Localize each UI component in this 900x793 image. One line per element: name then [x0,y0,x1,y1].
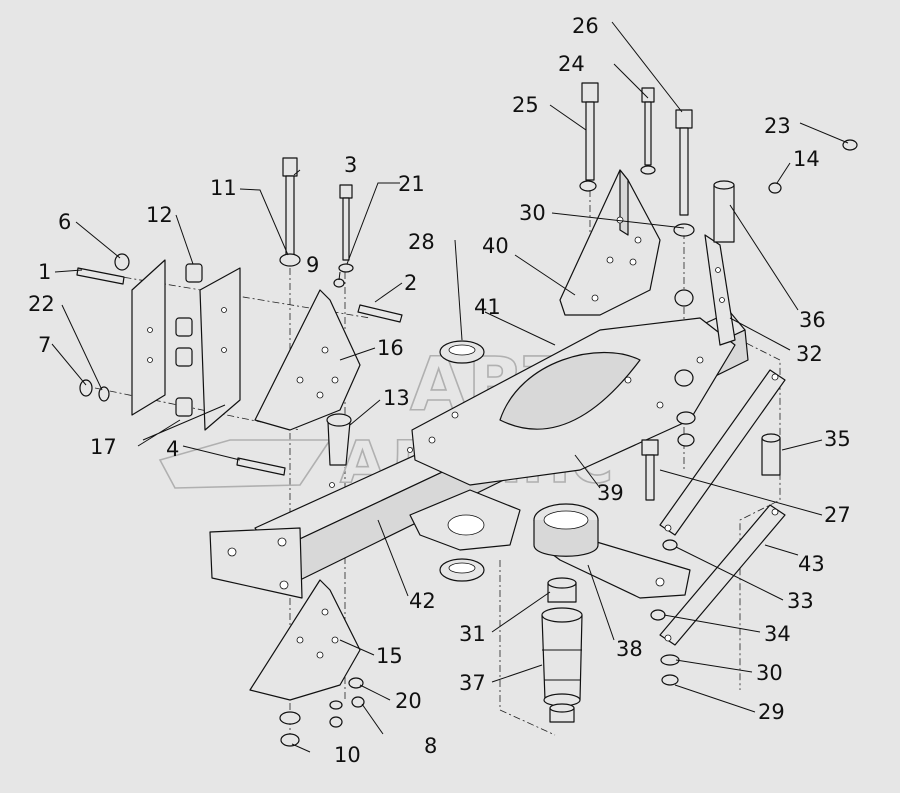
bolts [76,82,693,501]
bracket-40 [559,169,661,316]
callout-21: 21 [398,172,425,196]
callout-2: 2 [404,271,417,295]
callout-34: 34 [764,622,791,646]
callout-15: 15 [376,644,403,668]
callout-35: 35 [824,427,851,451]
callout-25: 25 [512,93,539,117]
callout-30-top: 30 [519,201,546,225]
pin-37 [541,607,583,707]
callout-7: 7 [38,333,51,357]
callout-10: 10 [334,743,361,767]
link-bars-43 [659,369,786,646]
callout-33: 33 [787,589,814,613]
callout-41: 41 [474,295,501,319]
callout-16: 16 [377,336,404,360]
callout-6: 6 [58,210,71,234]
callout-43: 43 [798,552,825,576]
callout-40: 40 [482,234,509,258]
callout-37: 37 [459,671,486,695]
spacer-13 [326,413,352,466]
side-plates-17 [131,259,241,431]
ring-nut-28 [439,340,485,582]
callout-30-bottom: 30 [756,661,783,685]
callout-labels: 1 2 3 4 6 7 8 9 10 11 12 13 14 15 16 17 … [28,14,851,767]
bush-31 [547,577,577,603]
callout-8: 8 [424,734,437,758]
callout-22: 22 [28,292,55,316]
callout-42: 42 [409,589,436,613]
swing-arm-38 [533,503,691,599]
callout-11: 11 [210,176,237,200]
callout-9: 9 [306,253,319,277]
callout-27: 27 [824,503,851,527]
callout-24: 24 [558,52,585,76]
bracket-16 [254,289,361,431]
callout-28: 28 [408,230,435,254]
callout-36: 36 [799,308,826,332]
bush-bottom [549,703,575,723]
callout-14: 14 [793,147,820,171]
callout-1: 1 [38,260,51,284]
sleeve-35 [761,433,781,476]
pin-36 [713,180,735,243]
callout-32: 32 [796,342,823,366]
bushes-12 [175,263,203,417]
callout-3: 3 [344,153,357,177]
callout-17: 17 [90,435,117,459]
callout-12: 12 [146,203,173,227]
bracket-15 [249,579,361,701]
callout-20: 20 [395,689,422,713]
callout-31: 31 [459,622,486,646]
nuts-washers [79,139,858,747]
callout-39: 39 [597,481,624,505]
callout-4: 4 [166,437,179,461]
callout-38: 38 [616,637,643,661]
callout-23: 23 [764,114,791,138]
callout-13: 13 [383,386,410,410]
leader-lines [51,21,849,753]
callout-29: 29 [758,700,785,724]
callout-26: 26 [572,14,599,38]
